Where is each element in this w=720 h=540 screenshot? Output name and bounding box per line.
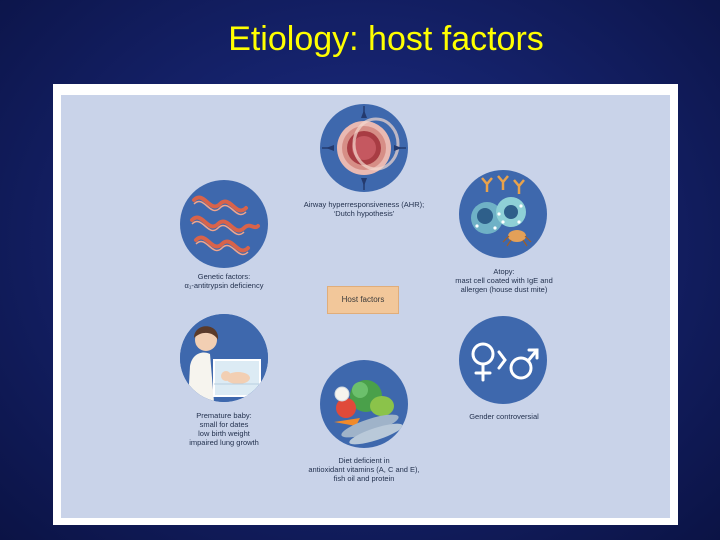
slide-title: Etiology: host factors [0, 20, 720, 59]
genetic-circle [180, 180, 268, 268]
caption-line: Diet deficient in [276, 456, 452, 465]
premature-circle [180, 314, 268, 402]
caption-line: ‘Dutch hypothesis’ [288, 209, 440, 218]
genetic-caption: Genetic factors: α₁-antitrypsin deficien… [160, 272, 288, 290]
atopy-circle [459, 170, 547, 258]
mother-and-baby-icon [180, 314, 268, 402]
food-icon [320, 360, 408, 448]
caption-line: Airway hyperresponsiveness (AHR); [288, 200, 440, 209]
gender-circle [459, 316, 547, 404]
dna-helix-icon [180, 180, 268, 268]
atopy-caption: Atopy: mast cell coated with IgE and all… [440, 267, 568, 294]
ahr-caption: Airway hyperresponsiveness (AHR); ‘Dutch… [288, 200, 440, 218]
caption-line: Gender controversial [440, 412, 568, 421]
host-factors-box: Host factors [327, 286, 399, 314]
caption-line: low birth weight [160, 429, 288, 438]
gender-caption: Gender controversial [440, 412, 568, 421]
caption-line: Genetic factors: [160, 272, 288, 281]
premature-caption: Premature baby: small for dates low birt… [160, 411, 288, 447]
diet-circle [320, 360, 408, 448]
caption-line: fish oil and protein [276, 474, 452, 483]
gender-symbols-icon [459, 316, 547, 404]
caption-line: allergen (house dust mite) [440, 285, 568, 294]
caption-line: small for dates [160, 420, 288, 429]
caption-line: α₁-antitrypsin deficiency [160, 281, 288, 290]
mast-cell-icon [459, 170, 547, 258]
diet-caption: Diet deficient in antioxidant vitamins (… [276, 456, 452, 483]
ahr-circle [320, 104, 408, 192]
airway-cross-section-icon [320, 104, 408, 192]
caption-line: antioxidant vitamins (A, C and E), [276, 465, 452, 474]
caption-line: Premature baby: [160, 411, 288, 420]
caption-line: impaired lung growth [160, 438, 288, 447]
caption-line: mast cell coated with IgE and [440, 276, 568, 285]
caption-line: Atopy: [440, 267, 568, 276]
